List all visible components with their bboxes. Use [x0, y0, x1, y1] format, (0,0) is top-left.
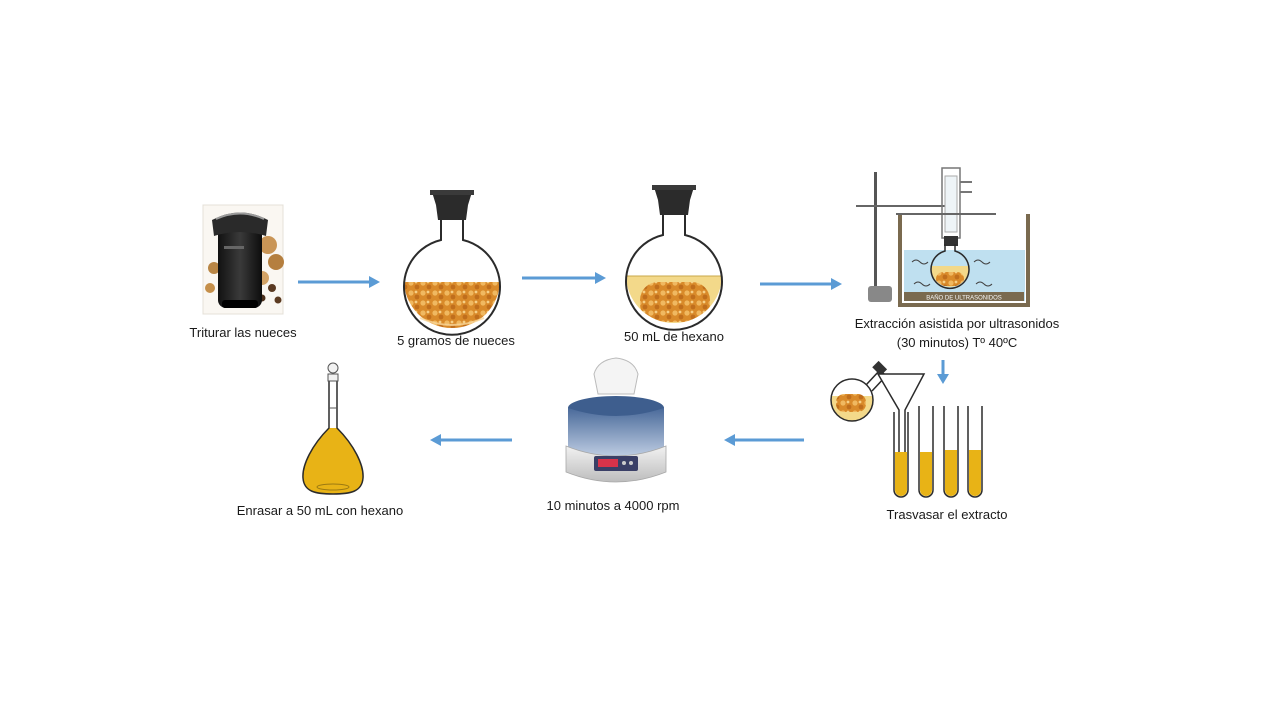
arrow-icon	[724, 434, 804, 446]
arrow-icon	[522, 272, 606, 284]
step-label-solvent: 50 mL de hexano	[624, 329, 724, 344]
round-flask-icon	[625, 185, 723, 331]
volumetric-flask-icon	[302, 362, 364, 495]
step-label-grind: Triturar las nueces	[189, 325, 297, 340]
step-label-ultrasound-line1: Extracción asistida por ultrasonidos	[854, 316, 1060, 331]
step-label-centrifuge: 10 minutos a 4000 rpm	[546, 498, 680, 513]
bath-label: BAÑO DE ULTRASONIDOS	[926, 295, 1002, 302]
step-label-dilute: Enrasar a 50 mL con hexano	[236, 503, 404, 518]
grinder-icon	[202, 204, 284, 315]
ultrasonic-bath-icon: BAÑO DE ULTRASONIDOS	[856, 167, 1030, 307]
step-label-weigh: 5 gramos de nueces	[397, 333, 515, 348]
arrow-icon	[760, 278, 842, 290]
test-tubes	[893, 406, 983, 498]
arrow-icon	[298, 276, 380, 288]
round-flask-icon	[403, 190, 501, 336]
arrow-icon	[937, 360, 949, 384]
step-label-ultrasound-line2: (30 minutos) Tº 40ºC	[896, 335, 1018, 350]
step-label-transfer: Trasvasar el extracto	[886, 507, 1008, 522]
arrow-icon	[430, 434, 512, 446]
funnel-tubes-icon	[830, 360, 983, 498]
centrifuge-icon	[565, 357, 667, 483]
